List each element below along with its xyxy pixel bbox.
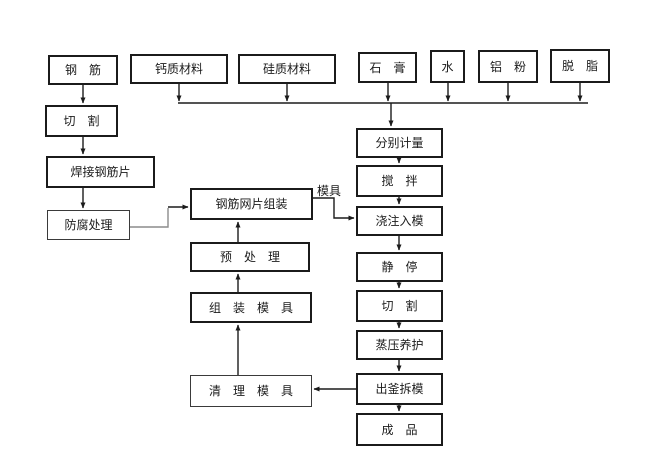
node-water-label: 水 bbox=[441, 59, 454, 74]
node-pretreatment: 预 处 理 bbox=[190, 242, 310, 272]
node-clean-mold: 清 理 模 具 bbox=[190, 375, 312, 407]
edge-label-mold: 模具 bbox=[317, 184, 342, 198]
node-mixing: 搅 拌 bbox=[356, 165, 443, 197]
node-clean-mold-label: 清 理 模 具 bbox=[208, 384, 293, 398]
node-measure-separately-label: 分别计量 bbox=[375, 136, 424, 150]
node-autoclave-curing-label: 蒸压养护 bbox=[375, 338, 424, 352]
node-measure-separately: 分别计量 bbox=[356, 128, 443, 158]
node-gypsum: 石 膏 bbox=[358, 52, 417, 83]
node-rebar-mesh-assembly-label: 钢筋网片组装 bbox=[215, 197, 288, 211]
node-steel-bar: 钢 筋 bbox=[48, 55, 118, 85]
node-static-rest-label: 静 停 bbox=[381, 260, 418, 274]
node-mixing-label: 搅 拌 bbox=[381, 174, 418, 188]
node-assemble-mold-label: 组 装 模 具 bbox=[208, 300, 293, 315]
node-anticorrosion-treatment: 防腐处理 bbox=[47, 210, 130, 240]
node-demold-from-autoclave-label: 出釜拆模 bbox=[375, 382, 424, 396]
node-pour-into-mold: 浇注入模 bbox=[356, 206, 443, 236]
node-finished-product-label: 成 品 bbox=[381, 422, 418, 437]
node-cutting-steel: 切 割 bbox=[45, 105, 118, 137]
node-cutting-steel-label: 切 割 bbox=[63, 114, 100, 128]
node-siliceous-material-label: 硅质材料 bbox=[262, 62, 311, 76]
node-aluminum-powder: 铝 粉 bbox=[478, 50, 538, 83]
node-rebar-mesh-assembly: 钢筋网片组装 bbox=[190, 188, 313, 220]
node-finished-product: 成 品 bbox=[356, 413, 443, 446]
node-pretreatment-label: 预 处 理 bbox=[219, 250, 280, 264]
node-assemble-mold: 组 装 模 具 bbox=[190, 292, 312, 323]
node-calcareous-material: 钙质材料 bbox=[130, 54, 228, 84]
node-calcareous-material-label: 钙质材料 bbox=[154, 62, 203, 76]
node-gypsum-label: 石 膏 bbox=[369, 60, 406, 75]
node-demold-from-autoclave: 出釜拆模 bbox=[356, 373, 443, 405]
node-cutting: 切 割 bbox=[356, 290, 443, 322]
node-anticorrosion-treatment-label: 防腐处理 bbox=[64, 218, 113, 232]
node-weld-rebar-sheet: 焊接钢筋片 bbox=[46, 156, 155, 188]
node-autoclave-curing: 蒸压养护 bbox=[356, 330, 443, 360]
node-weld-rebar-sheet-label: 焊接钢筋片 bbox=[70, 165, 131, 179]
node-cutting-label: 切 割 bbox=[381, 299, 418, 313]
node-static-rest: 静 停 bbox=[356, 252, 443, 282]
node-degreasing-label: 脱 脂 bbox=[561, 59, 598, 73]
node-water: 水 bbox=[430, 50, 465, 83]
node-aluminum-powder-label: 铝 粉 bbox=[489, 59, 526, 74]
node-degreasing: 脱 脂 bbox=[550, 49, 610, 83]
node-siliceous-material: 硅质材料 bbox=[238, 54, 336, 84]
node-pour-into-mold-label: 浇注入模 bbox=[375, 214, 424, 228]
node-steel-bar-label: 钢 筋 bbox=[64, 63, 101, 77]
